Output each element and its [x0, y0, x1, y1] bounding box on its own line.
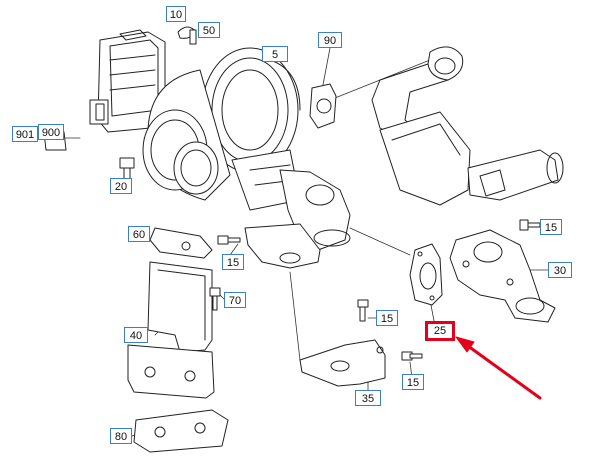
callout-25-highlighted[interactable]: 25 — [425, 321, 455, 341]
support-bracket — [244, 223, 321, 269]
callout-80[interactable]: 80 — [110, 428, 132, 444]
callout-70[interactable]: 70 — [224, 292, 246, 308]
gasket-25 — [409, 243, 443, 306]
support-40 — [127, 261, 215, 399]
bracket-35 — [299, 339, 386, 387]
highlight-arrow — [455, 336, 542, 400]
callout-30[interactable]: 30 — [548, 262, 572, 278]
callout-10[interactable]: 10 — [166, 6, 186, 22]
gasket-80 — [133, 409, 229, 453]
callout-901[interactable]: 901 — [12, 126, 38, 142]
exhaust-pipe — [371, 46, 564, 206]
exhaust-flange-30 — [449, 229, 556, 323]
callout-90[interactable]: 90 — [318, 32, 342, 48]
bolt-70 — [209, 287, 221, 311]
bolt-15-middle — [357, 299, 369, 322]
callout-40[interactable]: 40 — [124, 327, 148, 343]
bolt-15-left — [217, 235, 241, 245]
turbo-actuator — [43, 29, 166, 151]
bolt-50 — [189, 29, 197, 45]
gasket-90 — [309, 83, 337, 129]
callout-60[interactable]: 60 — [128, 226, 150, 242]
callout-15-lower[interactable]: 15 — [402, 374, 424, 390]
callout-20[interactable]: 20 — [110, 178, 132, 194]
callout-900[interactable]: 900 — [38, 124, 64, 140]
callout-15-left[interactable]: 15 — [222, 254, 244, 270]
callout-15-right[interactable]: 15 — [540, 219, 562, 235]
callout-50[interactable]: 50 — [198, 22, 220, 38]
bolt-15-right — [519, 219, 541, 231]
bracket-60 — [149, 227, 213, 259]
callout-35[interactable]: 35 — [355, 390, 381, 406]
callout-5[interactable]: 5 — [262, 46, 288, 62]
callout-15-middle[interactable]: 15 — [376, 310, 398, 326]
turbocharger — [142, 47, 301, 211]
bolt-15-lower — [401, 351, 423, 361]
